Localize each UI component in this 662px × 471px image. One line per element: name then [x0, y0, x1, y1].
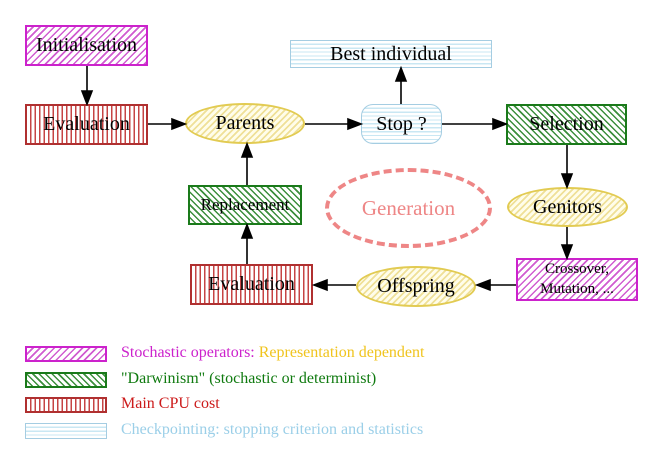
node-evaluation-top: Evaluation — [25, 104, 148, 145]
node-evaluation-bottom-label: Evaluation — [208, 273, 295, 295]
arrowhead-genitors-to-crossover — [560, 244, 574, 261]
arrowhead-replacement-to-parents — [240, 141, 254, 158]
node-genitors: Genitors — [507, 187, 628, 227]
node-initialisation-label: Initialisation — [35, 34, 138, 56]
legend-text-darwinism: "Darwinism" (stochastic or determinist) — [121, 370, 377, 387]
legend-text-cpu-cost: Main CPU cost — [121, 395, 220, 412]
node-replacement-label: Replacement — [200, 195, 290, 215]
arrowhead-stop-to-selection — [492, 117, 509, 131]
red-vertical-stripes-swatch — [25, 397, 107, 413]
arrowhead-stop-to-best-individual — [394, 65, 408, 82]
arrowhead-evaluation-to-replacement — [240, 222, 254, 239]
node-best-individual: Best individual — [290, 40, 492, 68]
node-crossover-mutation: Crossover, Mutation, ... — [516, 258, 638, 301]
node-evaluation-bottom: Evaluation — [190, 264, 313, 305]
green-diagonal-hatch-swatch — [25, 372, 107, 388]
node-initialisation: Initialisation — [25, 25, 148, 66]
generation-loop-ellipse: Generation — [325, 168, 492, 248]
legend-label-stochastic: Stochastic operators: Representation dep… — [121, 344, 424, 362]
arrowhead-initialisation-to-evaluation — [80, 90, 94, 107]
node-offspring-label: Offspring — [377, 275, 455, 297]
node-selection-label: Selection — [529, 113, 604, 135]
node-replacement: Replacement — [188, 185, 302, 225]
arrowhead-evaluation-to-parents — [171, 117, 188, 131]
generation-label: Generation — [361, 195, 456, 220]
node-evaluation-top-label: Evaluation — [43, 113, 130, 135]
arrowhead-parents-to-stop — [347, 117, 364, 131]
arrowhead-crossover-to-offspring — [474, 278, 491, 292]
legend-text-representation-dependent: Representation dependent — [258, 344, 425, 361]
node-genitors-label: Genitors — [533, 195, 602, 218]
arrowhead-offspring-to-evaluation — [311, 278, 328, 292]
node-stop-label: Stop ? — [376, 112, 427, 135]
magenta-diagonal-hatch-swatch — [25, 346, 107, 362]
node-offspring: Offspring — [356, 266, 476, 307]
arrowhead-selection-to-genitors — [560, 173, 574, 190]
legend-text-stochastic-operators: Stochastic operators: — [121, 344, 255, 361]
node-stop: Stop ? — [361, 104, 442, 144]
node-crossover-label: Crossover, — [545, 261, 609, 277]
node-selection: Selection — [506, 104, 627, 145]
node-parents-label: Parents — [215, 112, 275, 134]
cyan-horizontal-stripes-swatch — [25, 423, 107, 439]
legend-text-checkpointing: Checkpointing: stopping criterion and st… — [121, 421, 424, 438]
node-parents: Parents — [185, 103, 305, 144]
node-best-individual-label: Best individual — [330, 42, 452, 65]
node-mutation-label: Mutation, ... — [540, 280, 614, 297]
